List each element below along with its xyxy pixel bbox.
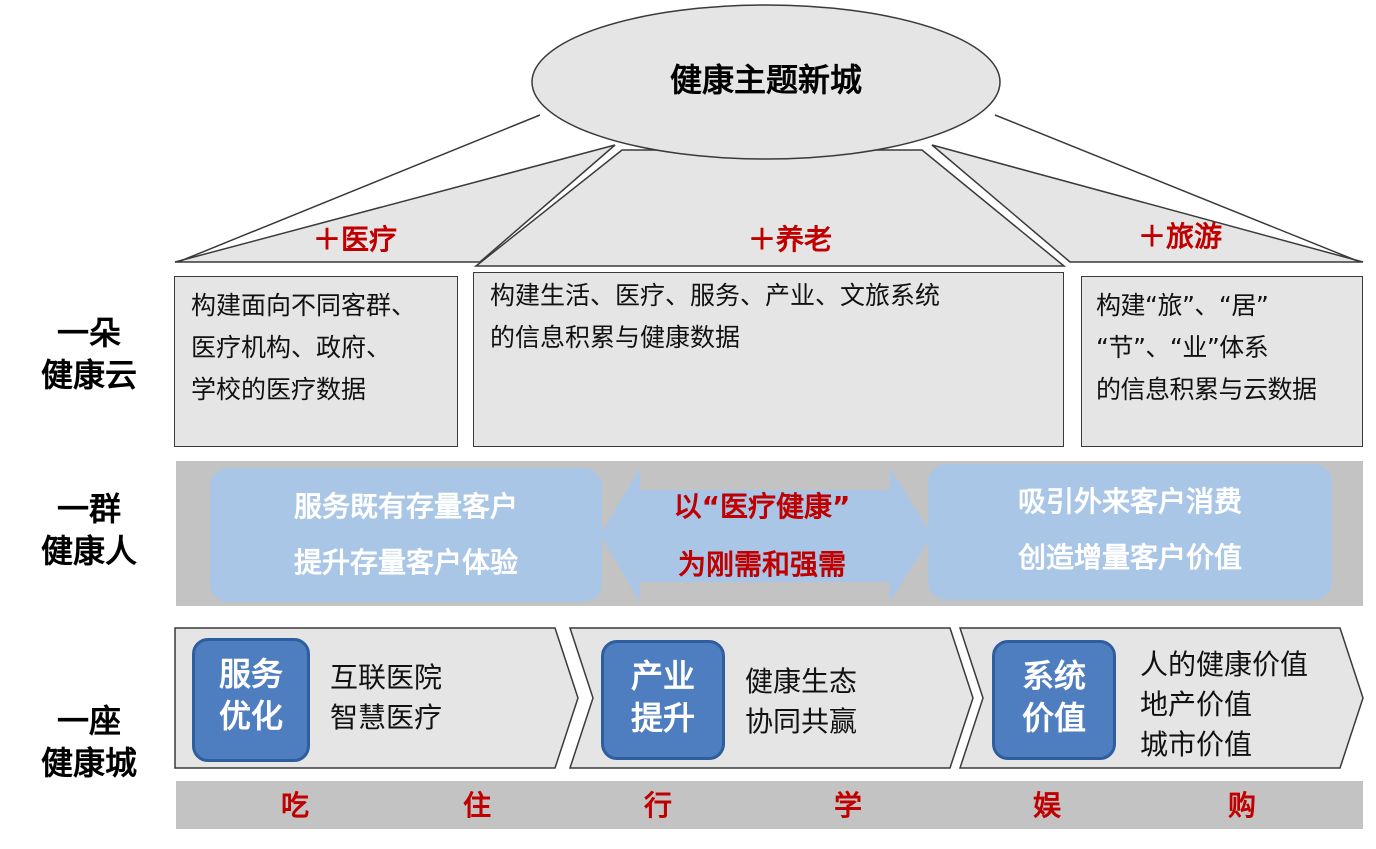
plus-elderly: ＋养老: [747, 223, 832, 256]
chip-2-line1: 产业: [630, 657, 695, 695]
chip-1-line2: 优化: [218, 697, 283, 735]
row-label-people: 一群 健康人: [14, 488, 164, 572]
row-label-people-line1: 一群: [56, 490, 121, 528]
cloud-elderly-line1: 构建生活、医疗、服务、产业、文旅系统: [490, 281, 941, 310]
cloud-box-medical: 构建面向不同客群、 医疗机构、政府、 学校的医疗数据: [174, 276, 458, 447]
city-3-line3: 城市价值: [1140, 728, 1253, 761]
city-3-line1: 人的健康价值: [1140, 648, 1309, 681]
row-label-cloud: 一朵 健康云: [14, 312, 164, 396]
activity-live: 住: [462, 789, 491, 822]
roof-left: [174, 144, 616, 263]
page-title: 健康主题新城: [669, 61, 862, 99]
plus-medical: ＋医疗: [312, 223, 397, 256]
city-2-line1: 健康生态: [745, 665, 858, 698]
chip-industry-upgrade: 产业 提升: [601, 640, 725, 760]
cloud-elderly-line2: 的信息积累与健康数据: [490, 323, 741, 352]
chip-3-line2: 价值: [1021, 699, 1086, 737]
chip-service-optimize: 服务 优化: [192, 638, 310, 762]
city-3-line2: 地产价值: [1140, 688, 1253, 721]
chip-3-line1: 系统: [1021, 657, 1086, 695]
people-right-line1: 吸引外来客户消费: [1017, 485, 1242, 518]
cloud-medical-line3: 学校的医疗数据: [191, 375, 367, 404]
roof-right: [931, 144, 1364, 263]
chip-system-value: 系统 价值: [992, 640, 1116, 760]
activity-entertain: 娱: [1032, 789, 1061, 822]
title-oval: [531, 4, 1001, 160]
people-right-line2: 创造增量客户价值: [1017, 541, 1242, 574]
cloud-medical-line1: 构建面向不同客群、: [191, 291, 417, 320]
activity-strip: [176, 781, 1363, 829]
city-2-line2: 协同共赢: [745, 705, 858, 738]
chip-2-line2: 提升: [630, 699, 695, 737]
row-label-city-line2: 健康城: [40, 744, 137, 782]
row-label-city-line1: 一座: [56, 702, 121, 740]
city-text-3: 人的健康价值 地产价值 城市价值: [1140, 645, 1308, 765]
row-label-cloud-line1: 一朵: [56, 314, 121, 352]
people-center-line1: 以“医疗健康”: [673, 490, 851, 523]
people-left-pill: 服务既有存量客户 提升存量客户体验: [210, 468, 602, 602]
activity-travel: 行: [643, 789, 672, 822]
cloud-tourism-line1: 构建“旅”、“居”: [1096, 291, 1269, 320]
activity-shop: 购: [1227, 789, 1256, 822]
people-center-line2: 为刚需和强需: [677, 548, 846, 581]
activity-learn: 学: [833, 789, 862, 822]
people-right-pill: 吸引外来客户消费 创造增量客户价值: [928, 464, 1332, 600]
row-label-city: 一座 健康城: [14, 700, 164, 784]
cloud-box-elderly: 构建生活、医疗、服务、产业、文旅系统 的信息积累与健康数据: [473, 272, 1064, 447]
cloud-medical-line2: 医疗机构、政府、: [191, 333, 392, 362]
chip-1-line1: 服务: [218, 655, 283, 693]
row-label-cloud-line2: 健康云: [40, 356, 137, 394]
cloud-tourism-line3: 的信息积累与云数据: [1096, 375, 1317, 404]
row-label-people-line2: 健康人: [40, 532, 137, 570]
activity-eat: 吃: [280, 789, 309, 822]
people-left-line1: 服务既有存量客户: [293, 490, 518, 523]
city-1-line2: 智慧医疗: [330, 701, 443, 734]
cloud-tourism-line2: “节”、“业”体系: [1096, 333, 1269, 362]
people-left-line2: 提升存量客户体验: [293, 546, 518, 579]
city-text-2: 健康生态 协同共赢: [745, 662, 857, 742]
city-1-line1: 互联医院: [330, 661, 443, 694]
cloud-box-tourism: 构建“旅”、“居” “节”、“业”体系 的信息积累与云数据: [1081, 276, 1363, 447]
people-center-text: 以“医疗健康” 为刚需和强需: [612, 478, 912, 594]
city-text-1: 互联医院 智慧医疗: [330, 658, 442, 738]
plus-tourism: ＋旅游: [1137, 220, 1222, 253]
